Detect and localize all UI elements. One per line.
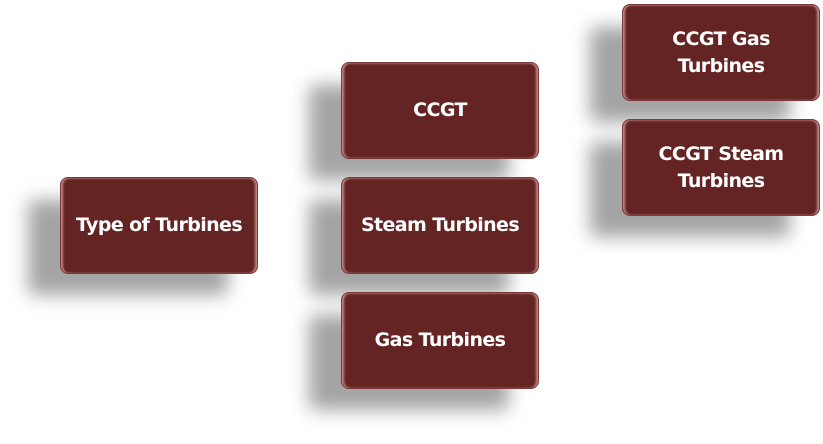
node-ccgt-gas-turbines: CCGT Gas Turbines [622, 4, 820, 101]
node-label: Steam Turbines [360, 214, 520, 236]
node-label: Gas Turbines [374, 329, 506, 351]
node-label: CCGT Gas Turbines [672, 27, 770, 77]
node-label: Type of Turbines [75, 214, 243, 236]
node-ccgt: CCGT [341, 62, 539, 159]
node-label: CCGT [413, 99, 467, 121]
node-label: CCGT Steam Turbines [658, 142, 785, 192]
node-steam-turbines: Steam Turbines [341, 177, 539, 274]
node-ccgt-steam-turbines: CCGT Steam Turbines [622, 119, 820, 216]
node-gas-turbines: Gas Turbines [341, 292, 539, 389]
node-type-of-turbines: Type of Turbines [60, 177, 258, 274]
